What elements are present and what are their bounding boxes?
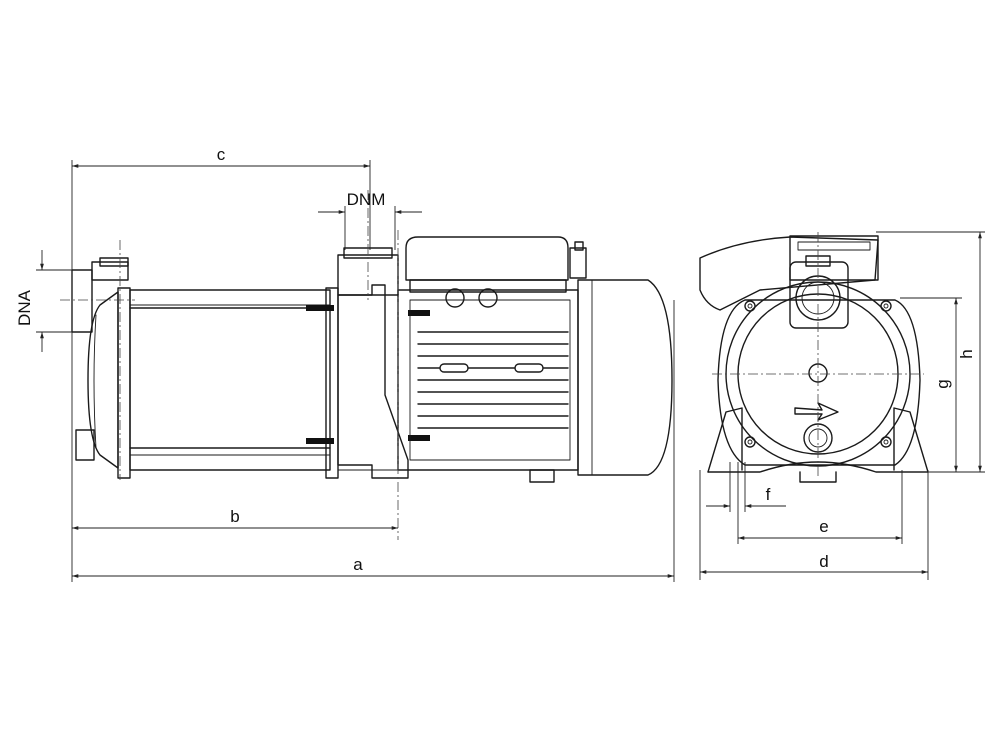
- front-outlet: [789, 255, 849, 329]
- side-view: c DNM DNA b a: [15, 145, 675, 582]
- label-dnm: DNM: [347, 190, 386, 209]
- terminal-box: [405, 236, 587, 308]
- cooling-fins: [417, 331, 569, 429]
- label-dna: DNA: [15, 289, 34, 326]
- label-f: f: [766, 485, 771, 504]
- inlet-flange: [71, 257, 129, 461]
- front-view: f e d g h: [699, 231, 985, 580]
- discharge-bracket: [337, 247, 421, 479]
- front-terminal-box: [699, 235, 879, 311]
- label-b: b: [230, 507, 239, 526]
- label-e: e: [819, 517, 828, 536]
- label-g: g: [933, 379, 952, 388]
- label-a: a: [353, 555, 363, 574]
- label-h: h: [957, 349, 976, 358]
- label-d: d: [819, 552, 828, 571]
- motor: [397, 236, 673, 483]
- label-c: c: [217, 145, 226, 164]
- tie-rods: [306, 305, 430, 444]
- pump-body: [129, 287, 339, 479]
- fan-cover: [577, 279, 673, 476]
